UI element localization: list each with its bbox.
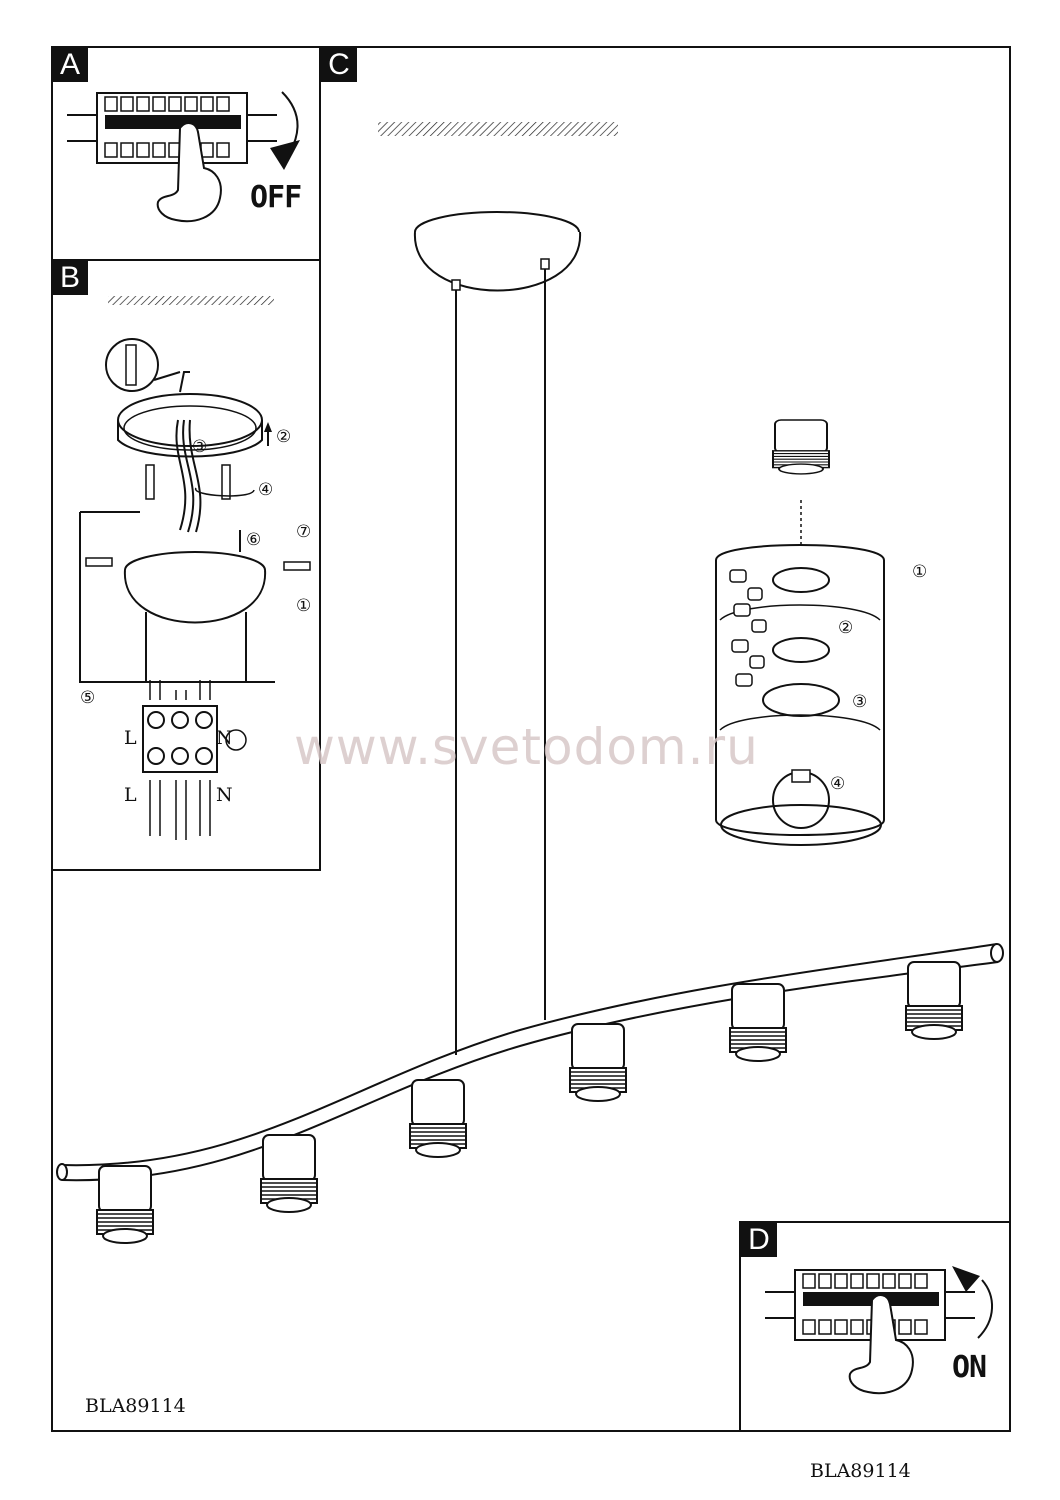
spot-2: [260, 1134, 318, 1213]
panel-b-frame: [51, 259, 321, 871]
bar-end-cap-left: [56, 1163, 68, 1181]
arrow-down-icon: [270, 140, 300, 170]
panel-c-label: C: [321, 48, 357, 82]
ceiling-hatch-c: [378, 122, 618, 136]
panel-d-label: D: [741, 1223, 777, 1257]
spot-3: [409, 1079, 467, 1158]
side-screw-icon: [85, 557, 311, 571]
model-code-footer: BLA89114: [810, 1460, 911, 1482]
terminal-block: [142, 680, 247, 840]
wall-plug-icon: [105, 338, 181, 392]
step-number: ⑥: [246, 530, 262, 550]
off-text: OFF: [250, 180, 302, 215]
switch-arrow-icon: [977, 1279, 994, 1339]
step-number: ④: [258, 480, 274, 500]
exploded-spot: [715, 419, 885, 846]
step-number: ④: [830, 774, 846, 794]
rotate-arrow-icon: [195, 487, 255, 497]
watermark-text: www.svetodom.ru: [294, 718, 759, 776]
ceiling-hatch-b: [108, 296, 274, 305]
step-number: ③: [192, 437, 208, 457]
light-bar-lower-edge: [61, 961, 999, 1182]
wire-label-neutral: N: [216, 784, 233, 806]
step-number: ②: [838, 618, 854, 638]
spot-4: [569, 1023, 627, 1102]
spot-5: [729, 983, 787, 1062]
step-number: ①: [296, 596, 312, 616]
model-code: BLA89114: [85, 1395, 186, 1417]
canopy-plate: [123, 551, 267, 682]
breaker-panel-off: [66, 92, 278, 164]
step-number: ③: [852, 692, 868, 712]
step-number: ⑤: [80, 688, 96, 708]
panel-b-label: B: [52, 261, 88, 295]
ceiling-canopy: [413, 211, 582, 292]
spot-1: [96, 1165, 154, 1244]
wire-label-live: L: [124, 727, 137, 749]
spot-6: [905, 961, 963, 1040]
arrow-up-icon: [952, 1266, 980, 1292]
breaker-panel-on: [764, 1269, 976, 1341]
screw-icon: [145, 464, 231, 500]
step-number: ⑦: [296, 522, 312, 542]
panel-a-label: A: [52, 48, 88, 82]
wire-label-neutral: N: [216, 727, 233, 749]
bar-end-cap: [990, 943, 1004, 963]
cable-wires: [175, 419, 202, 533]
step-number: ①: [912, 562, 928, 582]
wire-label-live: L: [124, 784, 137, 806]
panel-d-frame: [739, 1221, 1011, 1432]
step-number: ②: [276, 427, 292, 447]
light-bar: [61, 943, 998, 1167]
arrow-up-head-icon: [264, 422, 272, 432]
on-text: ON: [952, 1350, 987, 1385]
